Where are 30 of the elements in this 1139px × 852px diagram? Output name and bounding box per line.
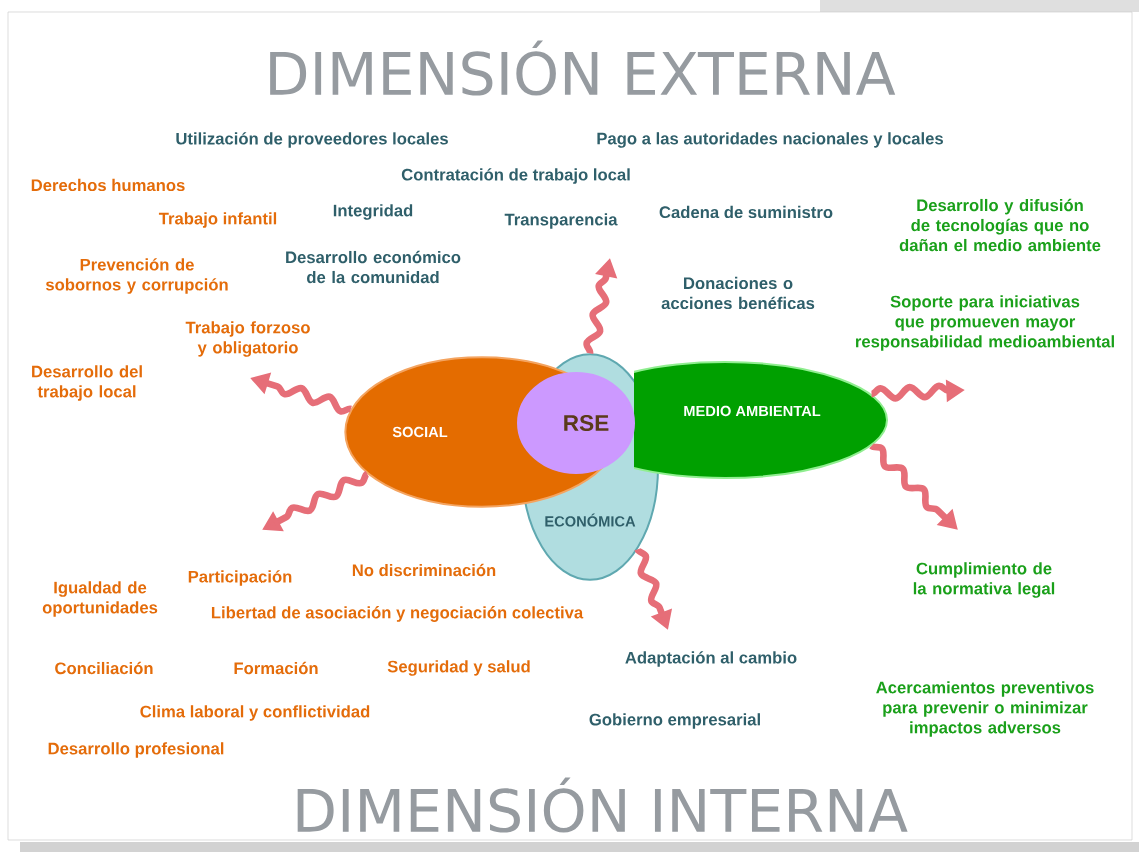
label: Clima laboral y conflictividad <box>140 705 370 721</box>
label: Adaptación al cambio <box>625 651 797 667</box>
title: DIMENSIÓN EXTERNA <box>270 40 896 96</box>
label: Cadena de suministro <box>659 205 833 219</box>
label: Trabajo infantil <box>158 212 277 228</box>
label: Gobierno empresarial <box>589 713 760 729</box>
label: Derechos humanos <box>31 178 185 192</box>
label: Desarrollo profesional <box>48 742 224 758</box>
label: Acercamientos preventivos para prevenir o minimizar impactos adversos <box>876 681 1094 737</box>
label: Desarrollo del trabajo local <box>32 365 142 401</box>
label: Contratación de trabajo local <box>401 168 630 184</box>
label: No discriminación <box>352 563 496 577</box>
label: Desarrollo y difusión de tecnologías que no dañan el medio ambiente <box>899 198 1101 252</box>
label: Integridad <box>333 204 413 220</box>
heading: DIMENSIÓN INTERNA <box>297 777 908 833</box>
label: Libertad de asociación y negociación colectiva <box>211 606 584 622</box>
label: Desarrollo económico de la comunidad <box>286 250 461 284</box>
label: Igualdad de oportunidades <box>42 581 158 617</box>
label: Utilización de proveedores locales <box>176 132 448 148</box>
label: Soporte para iniciativas que promueven mayor responsabilidad medioambiental <box>856 295 1114 351</box>
label: Pago a las autoridades nacionales y locales <box>597 132 943 148</box>
label: Conciliación <box>55 661 153 675</box>
label: Cumplimiento de la normativa legal <box>913 562 1055 598</box>
label: Transparencia <box>504 213 618 229</box>
label: Seguridad y salud <box>387 660 530 676</box>
label: Prevención de sobornos y corrupción <box>45 258 228 294</box>
label: Trabajo forzoso y obligatorio <box>185 321 310 357</box>
label: Participación <box>188 570 292 586</box>
label: Donaciones o acciones benéficas <box>661 276 815 310</box>
label: Formación <box>234 661 318 675</box>
